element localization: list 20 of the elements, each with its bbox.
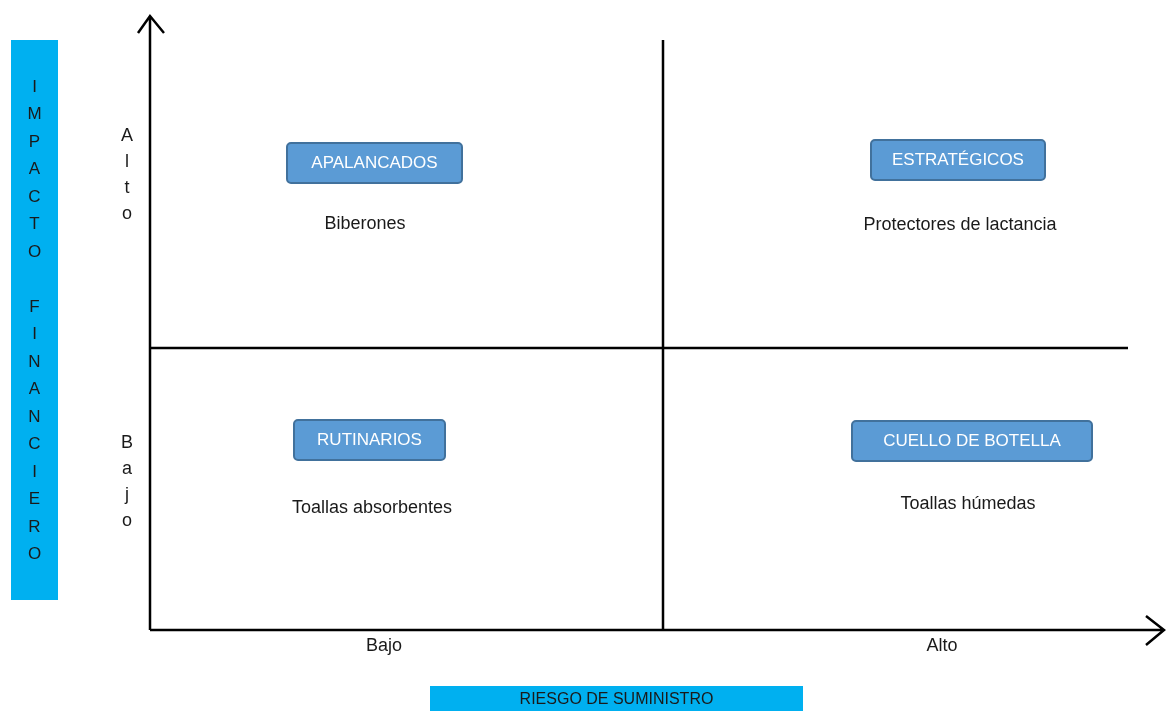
item-label: Biberones <box>324 213 406 234</box>
category-label: CUELLO DE BOTELLA <box>883 431 1061 451</box>
axis-title-band <box>430 686 803 711</box>
category-label: APALANCADOS <box>311 153 438 173</box>
axis-level-label: Bajo <box>121 431 133 532</box>
item-label: Protectores de lactancia <box>863 214 1057 235</box>
axis-title: RIESGO DE SUMINISTRO <box>519 688 714 709</box>
category-box <box>870 139 1046 181</box>
axis-level-label: Alto <box>926 634 958 656</box>
axis-title: IMPACTO FINANCIERO <box>27 75 42 565</box>
axis-level-label: Alto <box>121 124 133 225</box>
category-label: RUTINARIOS <box>317 430 422 450</box>
category-box <box>293 419 446 461</box>
axis-title-band <box>11 40 58 600</box>
category-label: ESTRATÉGICOS <box>892 150 1024 170</box>
item-label: Toallas húmedas <box>900 493 1036 514</box>
category-box <box>286 142 463 184</box>
item-label: Toallas absorbentes <box>291 497 453 518</box>
category-box <box>851 420 1093 462</box>
axis-level-label: Bajo <box>366 634 402 656</box>
